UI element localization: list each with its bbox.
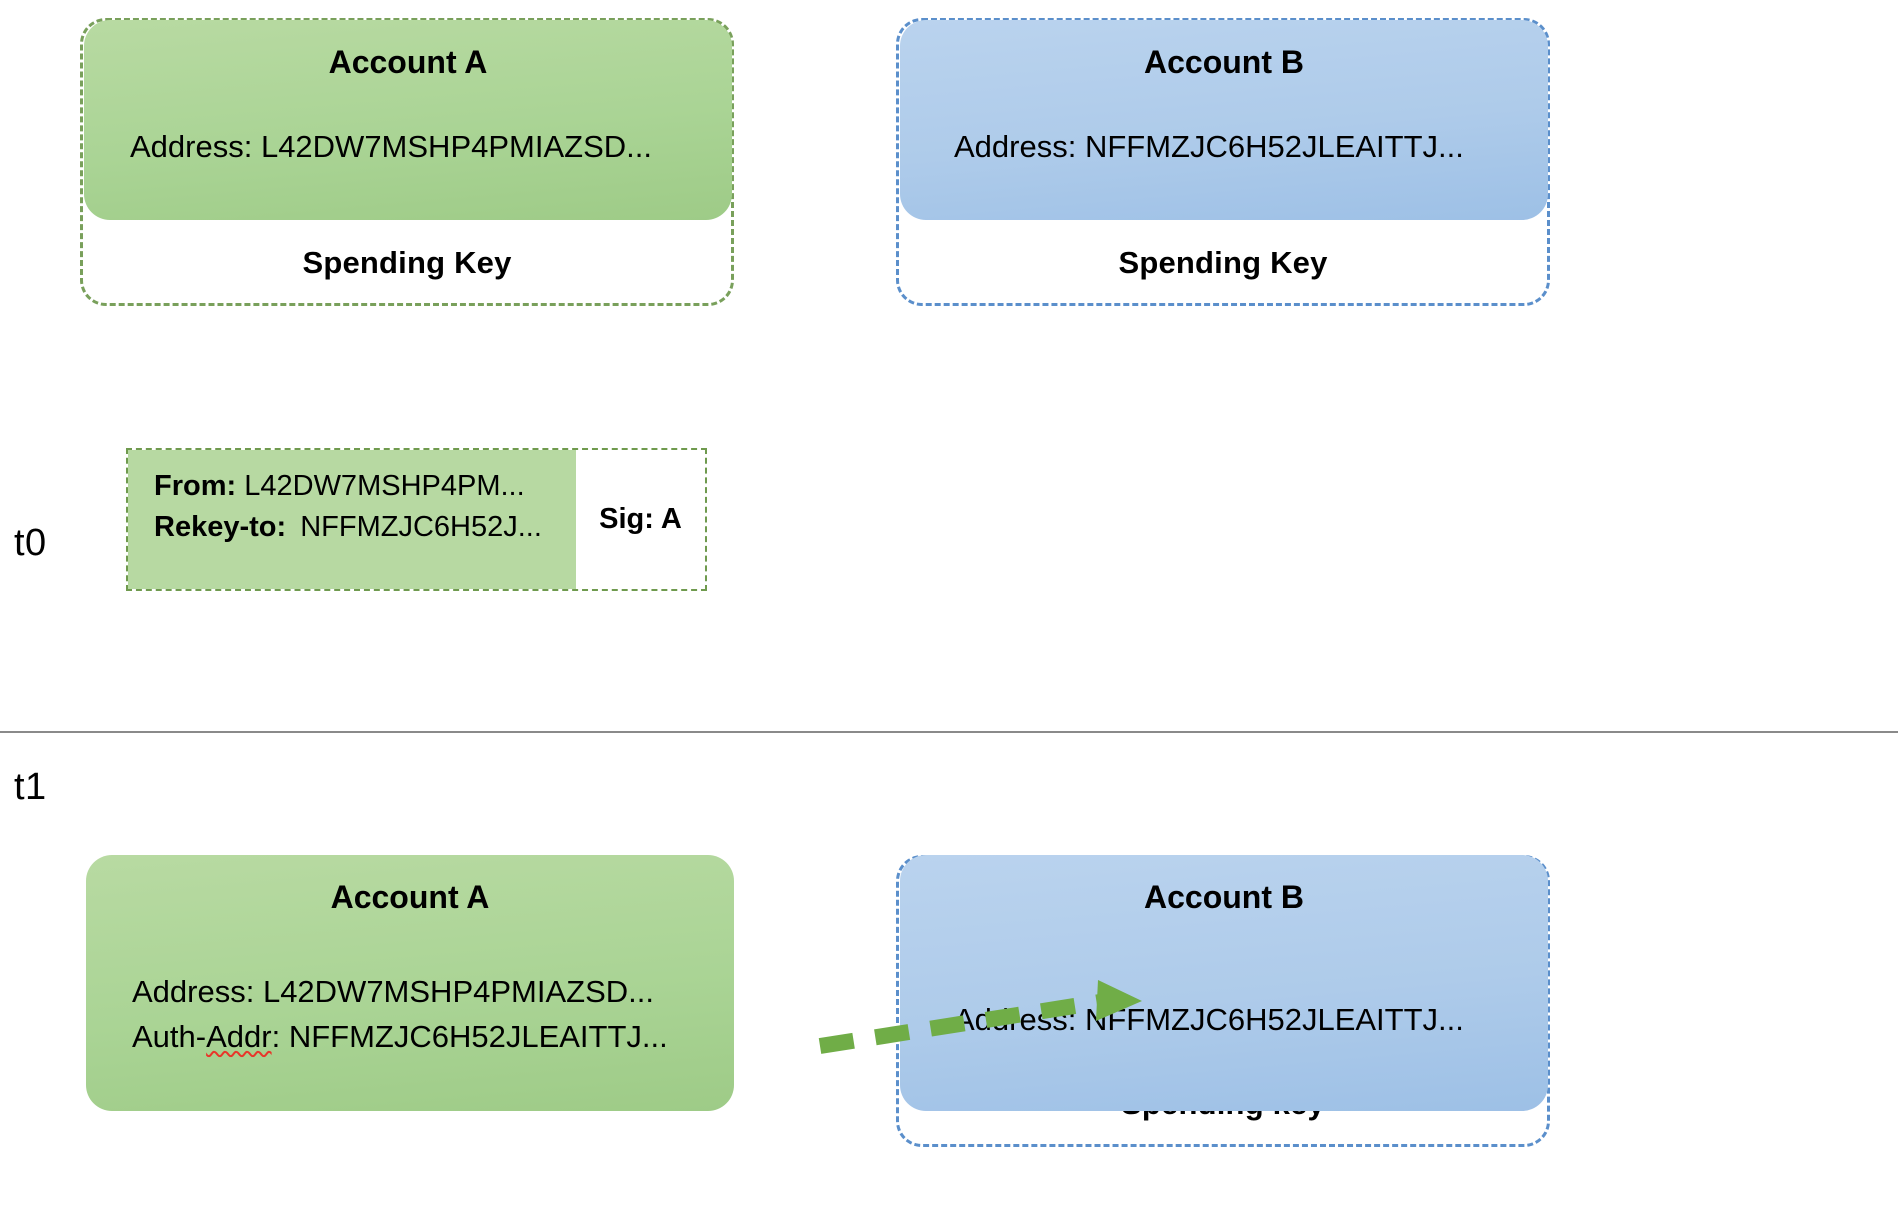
t1-account-a-address: Address: L42DW7MSHP4PMIAZSD... bbox=[132, 974, 654, 1009]
t0-transaction-rekey-value: NFFMZJC6H52J... bbox=[300, 510, 542, 543]
t0-transaction-rekey-row: Rekey-to: NFFMZJC6H52J... bbox=[154, 507, 576, 548]
t1-time-label: t1 bbox=[14, 766, 47, 808]
t0-account-a-card[interactable]: Account A Address: L42DW7MSHP4PMIAZSD... bbox=[84, 20, 732, 220]
t0-account-b-title: Account B bbox=[1144, 44, 1304, 80]
t0-account-b-spending-key-box: Spending Key bbox=[896, 18, 1550, 306]
t1-account-b-body: Address: NFFMZJC6H52JLEAITTJ... bbox=[954, 997, 1528, 1042]
t0-account-b-card[interactable]: Account B Address: NFFMZJC6H52JLEAITTJ..… bbox=[900, 20, 1548, 220]
t0-account-b-address: Address: NFFMZJC6H52JLEAITTJ... bbox=[954, 129, 1464, 164]
t1-account-a-card[interactable]: Account A Address: L42DW7MSHP4PMIAZSD...… bbox=[86, 855, 734, 1111]
t0-account-b-body: Address: NFFMZJC6H52JLEAITTJ... bbox=[954, 124, 1528, 169]
t0-transaction-rekey-label: Rekey-to: bbox=[154, 510, 287, 543]
t1-auth-addr-misspelled-word: Addr bbox=[206, 1019, 272, 1055]
t0-rekey-transaction[interactable]: From: L42DW7MSHP4PM... Rekey-to: NFFMZJC… bbox=[126, 448, 707, 591]
t0-transaction-from-label: From: bbox=[154, 470, 237, 502]
t0-transaction-from-value: L42DW7MSHP4PM... bbox=[244, 470, 525, 502]
t1-account-a-auth-addr: Auth-Addr: NFFMZJC6H52JLEAITTJ... bbox=[132, 1014, 714, 1059]
t0-account-a-spending-key-label: Spending Key bbox=[302, 245, 512, 280]
t1-account-b-address: Address: NFFMZJC6H52JLEAITTJ... bbox=[954, 1002, 1464, 1037]
t0-time-label: t0 bbox=[14, 522, 47, 564]
t1-account-a-title: Account A bbox=[330, 879, 490, 915]
t1-account-b-title: Account B bbox=[1144, 879, 1304, 915]
timeline-divider bbox=[0, 731, 1898, 733]
t1-auth-addr-value: : NFFMZJC6H52JLEAITTJ... bbox=[271, 1019, 668, 1055]
t1-auth-addr-prefix: Auth- bbox=[132, 1019, 207, 1055]
t0-account-a-body: Address: L42DW7MSHP4PMIAZSD... bbox=[130, 124, 712, 169]
t0-account-a-title: Account A bbox=[328, 44, 488, 80]
t1-account-b-card[interactable]: Account B Address: NFFMZJC6H52JLEAITTJ..… bbox=[900, 855, 1548, 1111]
t1-account-a-body: Address: L42DW7MSHP4PMIAZSD... Auth-Addr… bbox=[132, 969, 714, 1060]
t0-account-b-spending-key-label: Spending Key bbox=[1118, 245, 1328, 280]
t0-account-a-spending-key-box: Spending Key bbox=[80, 18, 734, 306]
t0-transaction-fields: From: L42DW7MSHP4PM... Rekey-to: NFFMZJC… bbox=[128, 450, 576, 589]
t0-transaction-from-row: From: L42DW7MSHP4PM... bbox=[154, 466, 576, 507]
t0-transaction-signature: Sig: A bbox=[599, 503, 682, 535]
t0-account-a-address: Address: L42DW7MSHP4PMIAZSD... bbox=[130, 129, 652, 164]
